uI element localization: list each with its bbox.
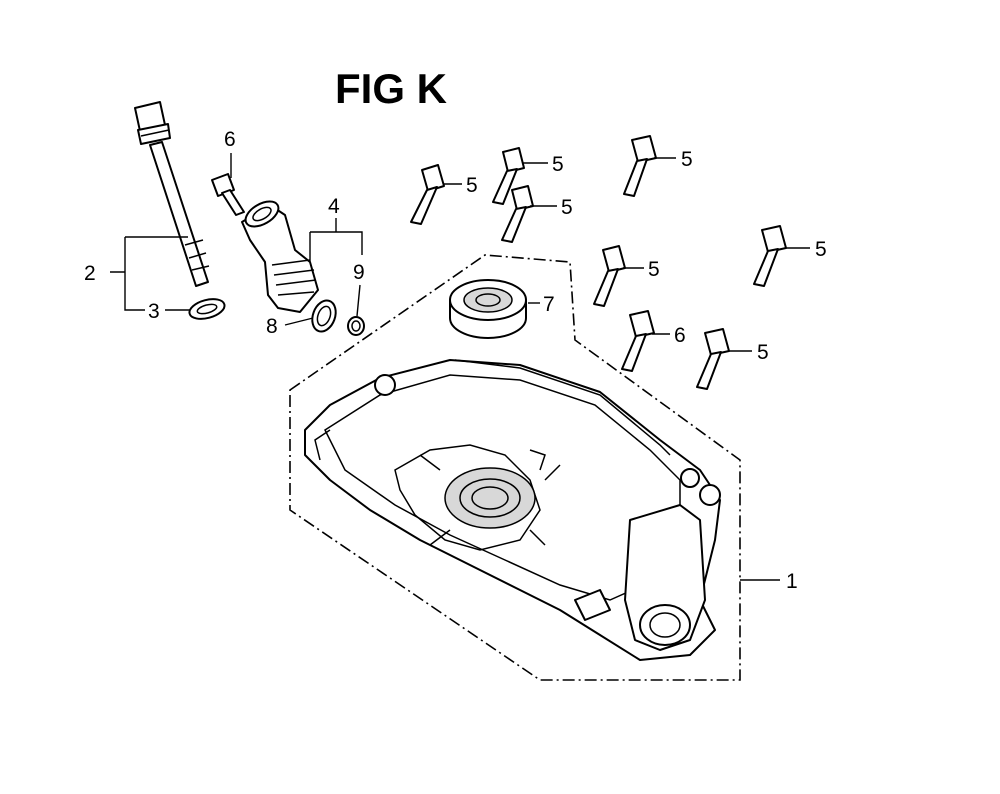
callout-6-a: 6 xyxy=(224,128,236,151)
cover-port xyxy=(639,604,691,646)
oil-filler-neck xyxy=(241,200,319,313)
callout-9: 9 xyxy=(353,261,365,284)
bolt-5b xyxy=(492,147,525,205)
bolt-5g xyxy=(696,328,730,390)
crankcase-cover xyxy=(304,359,721,661)
callout-5-a: 5 xyxy=(466,174,478,197)
callout-7: 7 xyxy=(543,293,555,316)
leader-lines xyxy=(110,153,810,581)
callout-5-e: 5 xyxy=(648,258,660,281)
collar xyxy=(347,316,365,336)
filler-o-ring xyxy=(311,299,337,333)
dipstick-o-ring xyxy=(188,298,226,320)
bolt-6b xyxy=(621,310,655,372)
bolt-5a xyxy=(410,164,445,225)
callout-6-b: 6 xyxy=(674,324,686,347)
callout-5-f: 5 xyxy=(815,238,827,261)
figure-title: FIG K xyxy=(335,65,447,112)
callout-3: 3 xyxy=(148,300,160,323)
bolt-5f xyxy=(753,225,787,287)
callout-5-g: 5 xyxy=(757,341,769,364)
assembly-boundary xyxy=(289,254,741,681)
callout-5-b: 5 xyxy=(552,153,564,176)
callout-4: 4 xyxy=(328,195,340,218)
bolt-5e xyxy=(593,245,626,307)
callout-5-d: 5 xyxy=(681,148,693,171)
callout-8: 8 xyxy=(266,315,278,338)
bolt-6a xyxy=(211,173,245,216)
bolt-5d xyxy=(623,135,657,197)
callout-2: 2 xyxy=(84,262,96,285)
oil-seal xyxy=(449,279,527,339)
dipstick xyxy=(134,101,210,287)
bearing-boss xyxy=(444,467,536,529)
callout-1: 1 xyxy=(786,570,798,593)
callout-5-c: 5 xyxy=(561,196,573,219)
